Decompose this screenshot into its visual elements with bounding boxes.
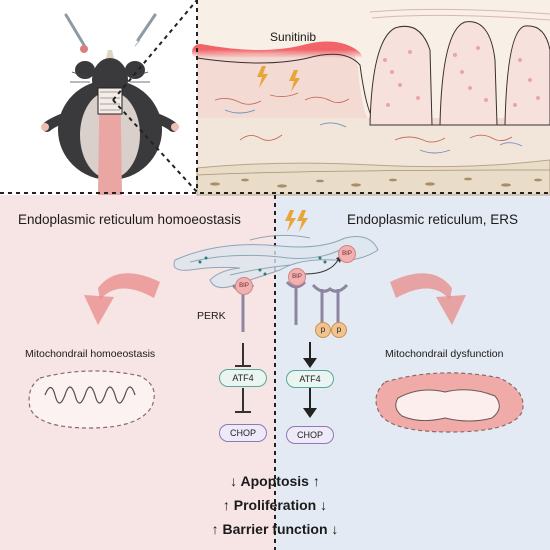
effect-apoptosis: ↓ Apoptosis ↑ bbox=[230, 473, 320, 489]
atf4-node-right: ATF4 bbox=[286, 370, 334, 388]
activation-path bbox=[303, 342, 317, 418]
lightning-icon bbox=[257, 66, 300, 92]
drug-label: Sunitinib bbox=[270, 30, 317, 44]
bip-release-arrow bbox=[304, 259, 339, 275]
perk-receptors-right bbox=[285, 280, 349, 325]
atf4-node-left: ATF4 bbox=[219, 369, 267, 387]
bip-bound-right: BIP bbox=[288, 268, 306, 286]
mitochondrion-healthy bbox=[28, 370, 155, 429]
mouse-illustration bbox=[41, 13, 179, 195]
effect-barrier: ↑ Barrier function ↓ bbox=[211, 521, 339, 537]
bip-bound-left: BIP bbox=[235, 277, 253, 295]
curved-arrow-left bbox=[84, 273, 160, 325]
curved-arrow-right bbox=[390, 273, 466, 325]
mito-left-label: Mitochondrail homoeostasis bbox=[25, 348, 156, 360]
perk-label: PERK bbox=[197, 310, 226, 322]
phospho-badge-1: p bbox=[315, 322, 331, 338]
chop-node-left: CHOP bbox=[219, 424, 267, 442]
bip-released: BIP bbox=[338, 245, 356, 263]
phospho-badge-2: p bbox=[331, 322, 347, 338]
tissue-panel bbox=[192, 0, 550, 196]
effect-proliferation: ↑ Proliferation ↓ bbox=[222, 497, 328, 513]
inhibition-path bbox=[235, 343, 251, 413]
lightning-icon-panel bbox=[285, 210, 308, 232]
mito-right-label: Mitochondrail dysfunction bbox=[385, 348, 504, 360]
mitochondrion-damaged bbox=[375, 372, 524, 433]
chop-node-right: CHOP bbox=[286, 426, 334, 444]
left-panel-title: Endoplasmic reticulum homoeostasis bbox=[18, 212, 241, 227]
ribosomes bbox=[198, 256, 327, 276]
er-membrane bbox=[173, 234, 379, 289]
right-panel-title: Endoplasmic reticulum, ERS bbox=[347, 212, 519, 227]
